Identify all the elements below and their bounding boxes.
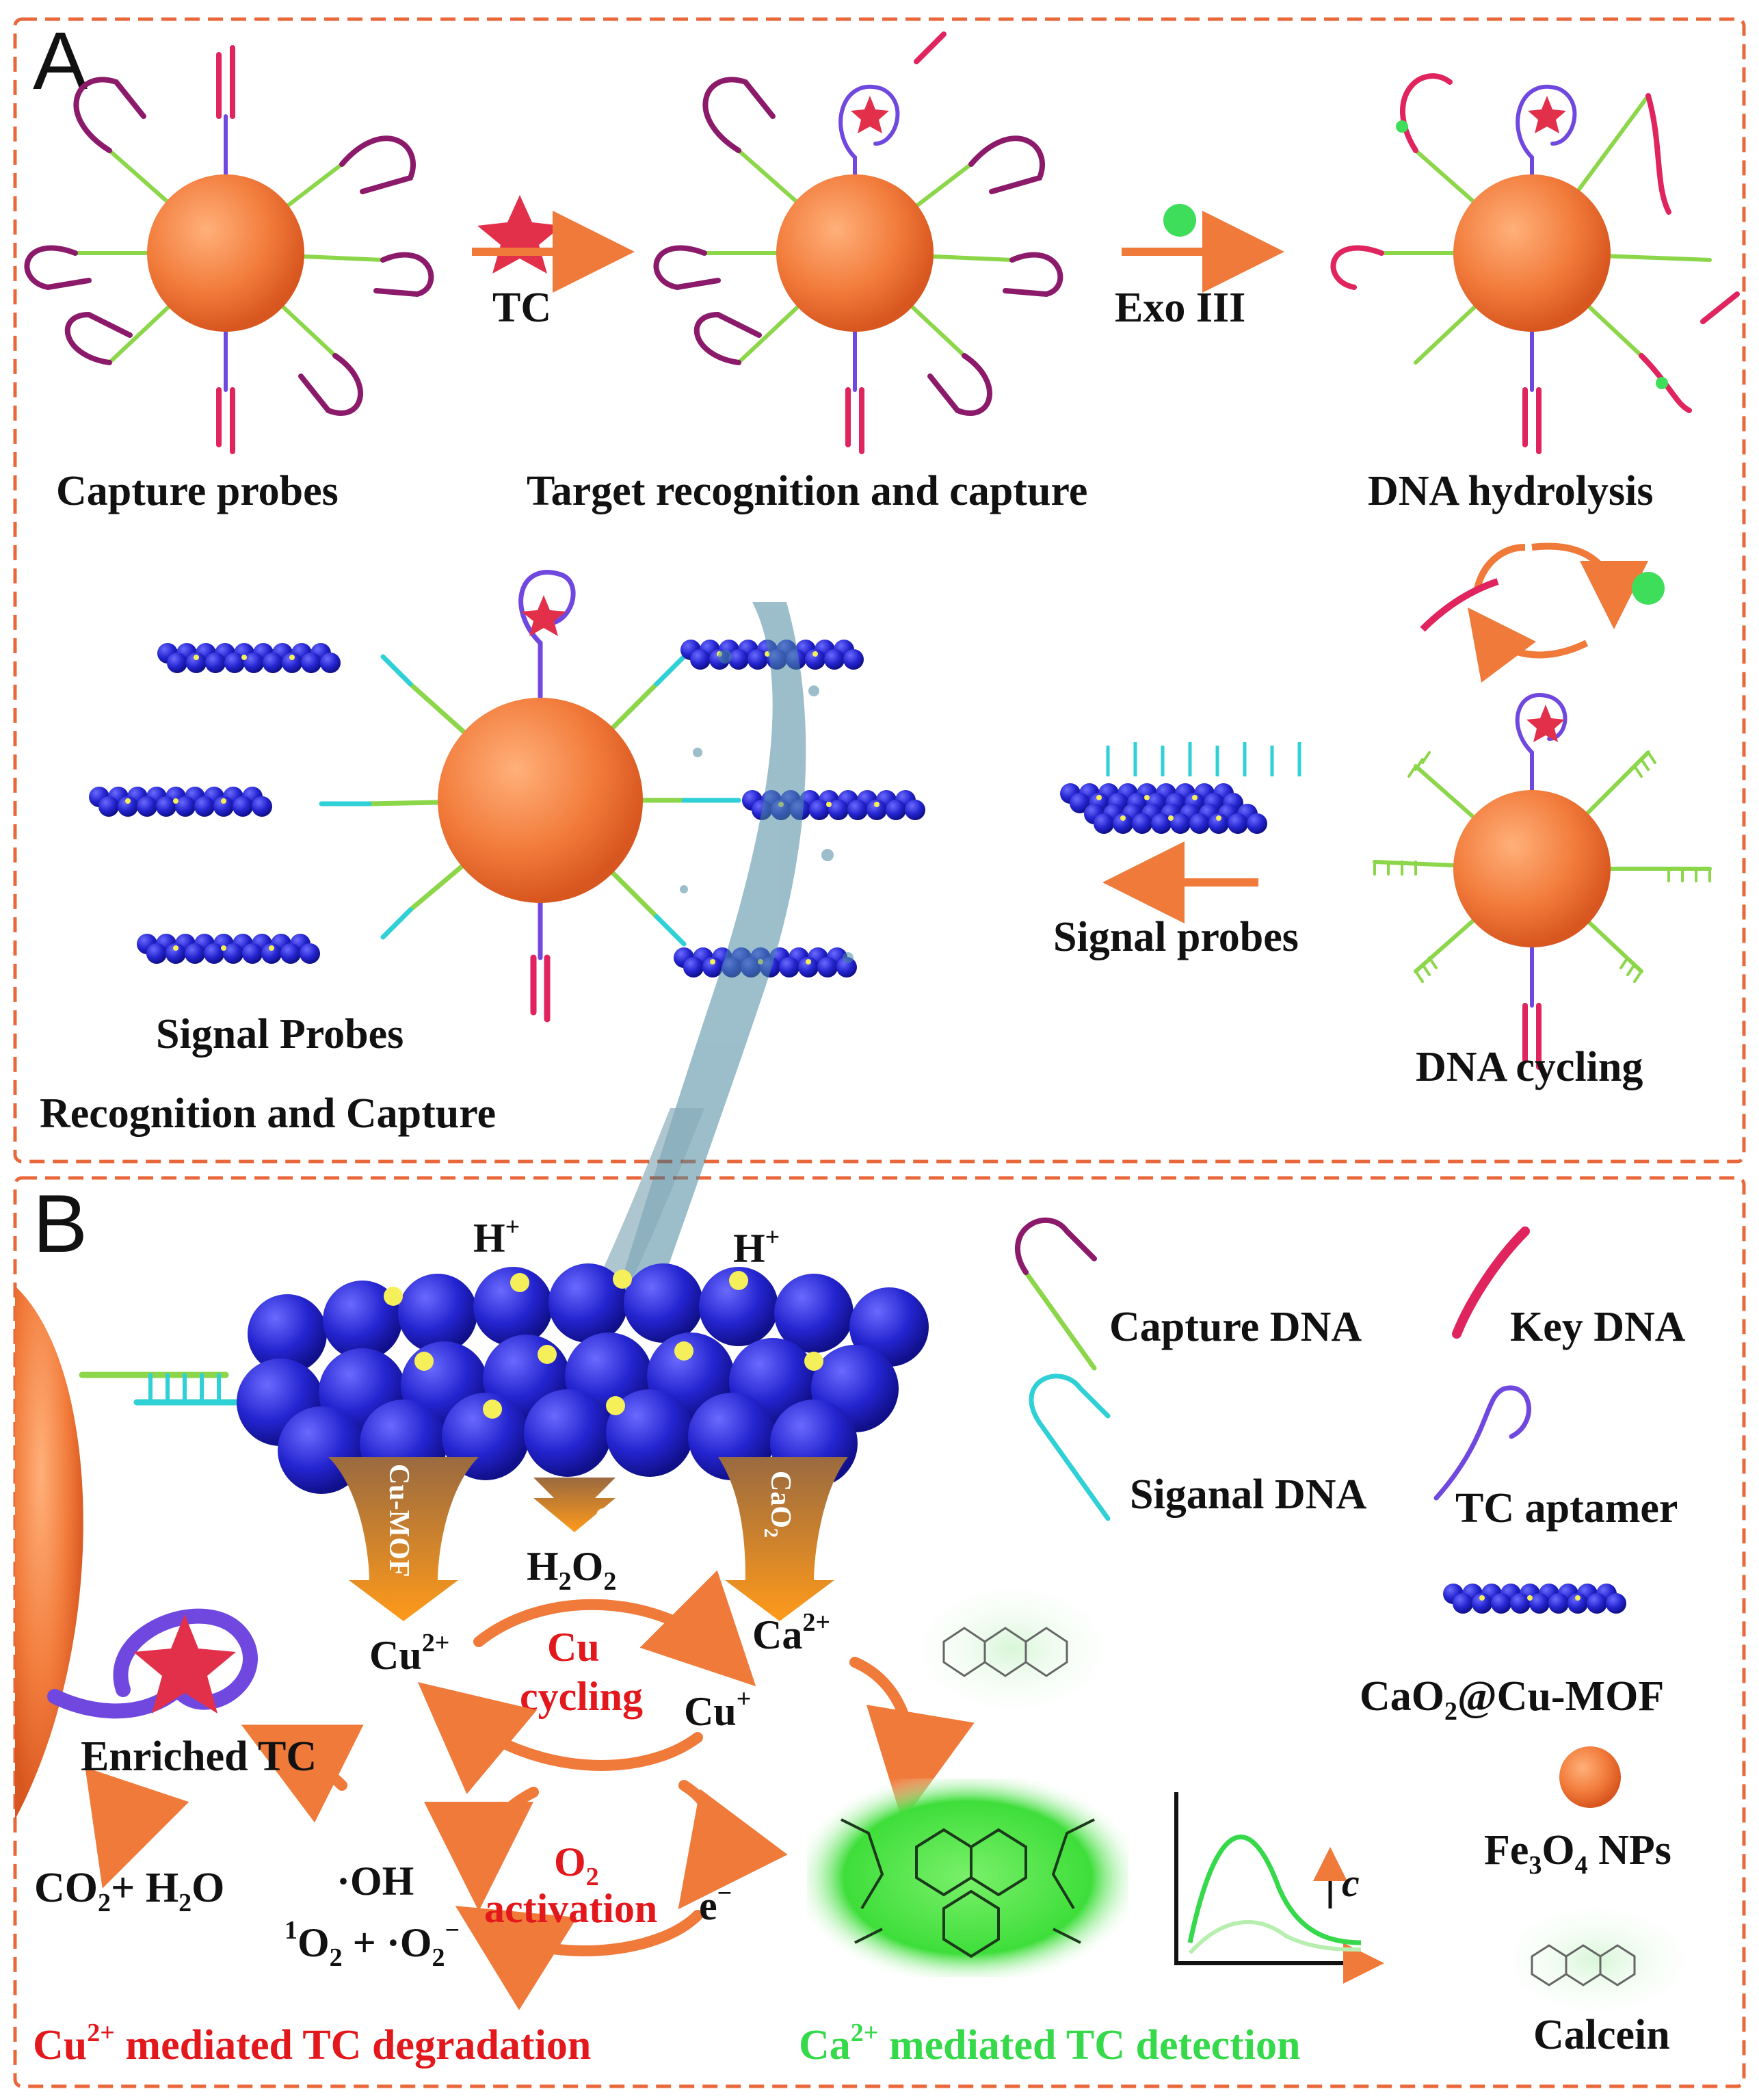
cu2-label: Cu2+ (369, 1629, 449, 1678)
legend-fe3o4: Fe3O4 NPs (1484, 1827, 1671, 1880)
panel-a-frame (13, 17, 1746, 1164)
legend-key-dna: Key DNA (1510, 1304, 1686, 1350)
legend-tc-aptamer-icon (1433, 1385, 1531, 1501)
cu-cycling-arrows (85, 1570, 975, 2010)
legend-tc-aptamer: TC aptamer (1455, 1485, 1678, 1532)
exo-arrow (1122, 204, 1284, 293)
cu-mof-funnel: Cu-MOF (328, 1457, 479, 1621)
o2-activation-2: activation (484, 1886, 657, 1931)
cu-cycling-1: Cu (547, 1625, 600, 1670)
legend-calcein-icon (1498, 1902, 1696, 2018)
tc-arrow (472, 195, 635, 293)
key-dna-free (1420, 578, 1499, 632)
signal-probes-cap-label: Signal Probes (156, 1011, 404, 1058)
ca-detection-label: Ca2+ mediated TC detection (799, 2019, 1301, 2069)
calcein-small-structure (910, 1580, 1115, 1717)
detection-mini-chart (1174, 1792, 1384, 1984)
h2o2-label: H2O2 (527, 1544, 616, 1596)
tc-label: TC (492, 285, 551, 331)
recognition-capture-label: Recognition and Capture (40, 1090, 496, 1137)
legend-fe3o4-icon (1559, 1746, 1621, 1808)
signal-probes-small-label: Signal probes (1053, 914, 1299, 960)
cu-cycling-2: cycling (520, 1674, 643, 1719)
e-minus-label: e− (699, 1879, 732, 1928)
svg-text:CaO2: CaO2 (760, 1471, 796, 1538)
cao2-funnel: CaO2 (718, 1457, 848, 1621)
oh-label: ·OH (336, 1859, 414, 1904)
legend-signal-dna: Siganal DNA (1130, 1471, 1366, 1518)
cycle-arrows (1467, 542, 1648, 683)
water-splash (588, 602, 854, 1300)
legend-signal-dna-icon (1029, 1374, 1111, 1521)
h-plus-left: H+ (473, 1213, 520, 1261)
legend-key-dna-icon (1452, 1226, 1530, 1339)
exo-label: Exo III (1115, 285, 1245, 331)
recognition-capture-cluster (89, 570, 925, 1023)
legend-capture-dna-icon (1015, 1217, 1097, 1371)
cu-plus-label: Cu+ (684, 1685, 751, 1734)
calcein-glow-structure (807, 1779, 1128, 1977)
capture-probes-cluster (24, 45, 434, 454)
o2-activation-1: O2 (554, 1839, 599, 1891)
signal-probes-plate (1060, 742, 1301, 923)
dna-cycling-cluster (1373, 693, 1712, 1070)
o2-funnel: O22- (533, 1478, 625, 1551)
co2-h2o-label: CO2+ H2O (34, 1865, 224, 1917)
cu-degradation-label: Cu2+ mediated TC degradation (33, 2019, 591, 2069)
legend-calcein: Calcein (1533, 2012, 1670, 2058)
enriched-tc-graphic (47, 1608, 258, 1719)
svg-text:Cu-MOF: Cu-MOF (383, 1464, 414, 1577)
svg-text:O22-: O22- (584, 1504, 625, 1551)
concentration-label: c (1342, 1861, 1360, 1905)
singlet-o2-label: 1O2 + ·O2− (285, 1916, 460, 1972)
legend-cao2-cumof-icon (1443, 1584, 1626, 1614)
legend-capture-dna: Capture DNA (1109, 1304, 1362, 1350)
target-recognition-label: Target recognition and capture (527, 468, 1087, 514)
dna-hydrolysis-label: DNA hydrolysis (1368, 468, 1653, 514)
h-plus-right: H+ (733, 1223, 780, 1271)
exo-free (1632, 572, 1665, 605)
fe3o4-partial-sphere (15, 1286, 83, 1820)
legend-cao2-cumof: CaO2@Cu-MOF (1360, 1673, 1664, 1726)
bound-duplex (79, 1371, 250, 1406)
dna-hydrolysis-cluster (1330, 73, 1740, 454)
dna-cycling-label: DNA cycling (1416, 1044, 1643, 1090)
capture-probes-label: Capture probes (56, 468, 339, 514)
target-recognition-cluster (653, 31, 1063, 454)
large-mof-plate (237, 1263, 929, 1494)
enriched-tc-label: Enriched TC (81, 1733, 317, 1780)
panel-b-letter: B (33, 1178, 88, 1270)
ca2-label: Ca2+ (752, 1608, 830, 1657)
